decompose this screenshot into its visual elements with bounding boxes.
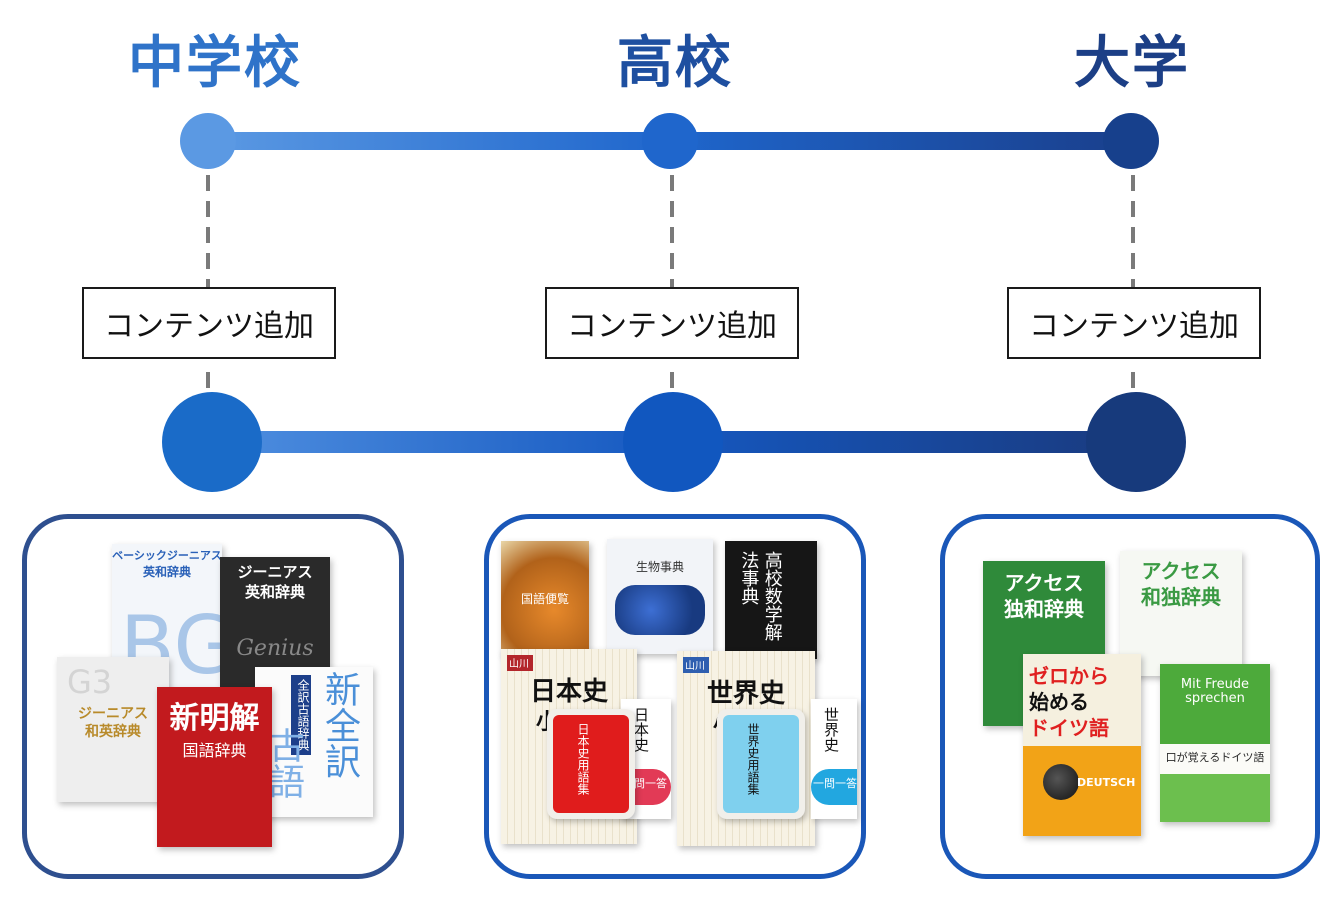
book-text: 世界史用語集 [746, 723, 760, 795]
book-text: ジーニアス [237, 563, 313, 581]
book-text: ベーシックジーニアス [112, 549, 222, 562]
book-text: 国語辞典 [182, 741, 247, 760]
bottom-node-jhs [162, 392, 262, 492]
book-suugaku: 高校数学解法事典 [725, 541, 817, 659]
book-genius-waei: G3 ジーニアス 和英辞典 [57, 657, 169, 802]
book-text: 世界史 [706, 679, 785, 709]
book-text: 一問一答 [813, 777, 857, 790]
top-node-hs [642, 113, 698, 169]
book-kokugo-binran: 国語便覧 [501, 541, 589, 656]
book-text: 山川 [685, 661, 705, 672]
book-text: 独和辞典 [1004, 597, 1084, 621]
top-node-jhs [180, 113, 236, 169]
book-shinzen-kogo: 全訳古語辞典 新全訳 古語 [255, 667, 373, 817]
book-text: 世界史 [822, 707, 840, 752]
book-seibutsu-jiten: 生物事典 [607, 539, 713, 654]
book-zero-kara: ゼロから 始める ドイツ語 DEUTSCH [1023, 654, 1141, 836]
book-text: 口が覚えるドイツ語 [1165, 751, 1265, 764]
book-text: 英和辞典 [142, 565, 191, 579]
book-text: 山川 [509, 659, 529, 670]
book-text: 生物事典 [635, 560, 684, 574]
book-text: 新明解 [169, 701, 260, 736]
books-panel-univ: アクセス 独和辞典 アクセス 和独辞典 ゼロから 始める ドイツ語 DEUTSC… [940, 514, 1320, 879]
top-node-univ [1103, 113, 1159, 169]
label-content-added-univ: コンテンツ追加 [1007, 287, 1261, 359]
book-text: 日本史用語集 [576, 723, 590, 795]
book-mit-freude: Mit Freude sprechen 口が覚えるドイツ語 [1160, 664, 1270, 822]
book-text: 英和辞典 [244, 583, 305, 601]
book-text: 日本史 [529, 677, 608, 707]
book-text: 日本史 [632, 707, 650, 752]
book-text: 和英辞典 [85, 724, 141, 740]
book-text: 始める [1029, 690, 1089, 714]
book-nihonshi-yougo: 日本史用語集 [547, 709, 635, 819]
book-text: Genius [236, 636, 314, 661]
book-text: 高校数学解法事典 [738, 551, 783, 641]
book-text: 和独辞典 [1141, 585, 1221, 609]
stage-title-hs: 高校 [617, 31, 733, 96]
book-sekaishi-yougo: 世界史用語集 [717, 709, 805, 819]
bottom-node-hs [623, 392, 723, 492]
book-text: アクセス [1004, 571, 1084, 595]
books-panel-jhs: ベーシックジーニアス 英和辞典 BG ジーニアス 英和辞典 Genius G3 … [22, 514, 404, 879]
books-panel-hs: 国語便覧 生物事典 高校数学解法事典 山川 日本史 小辞典 日本史 一問一答 日… [484, 514, 866, 879]
book-text: 全訳古語辞典 [296, 679, 310, 751]
book-text: DEUTSCH [1077, 776, 1136, 789]
bottom-node-univ [1086, 392, 1186, 492]
book-text: ドイツ語 [1029, 716, 1109, 740]
stage-title-jhs: 中学校 [128, 31, 302, 96]
book-text: ジーニアス [78, 706, 148, 722]
label-content-added-hs: コンテンツ追加 [545, 287, 799, 359]
book-shinmeikai: 新明解 国語辞典 [157, 687, 272, 847]
stage-title-univ: 大学 [1074, 31, 1190, 96]
book-sekaishi-ichimon: 世界史 一問一答 [811, 699, 857, 819]
book-text: Mit Freude sprechen [1180, 677, 1250, 706]
book-text: 新全訳 [319, 671, 360, 779]
book-text: アクセス [1141, 559, 1221, 583]
label-content-added-jhs: コンテンツ追加 [82, 287, 336, 359]
book-text: 国語便覧 [520, 592, 569, 606]
book-text: ゼロから [1029, 664, 1109, 688]
